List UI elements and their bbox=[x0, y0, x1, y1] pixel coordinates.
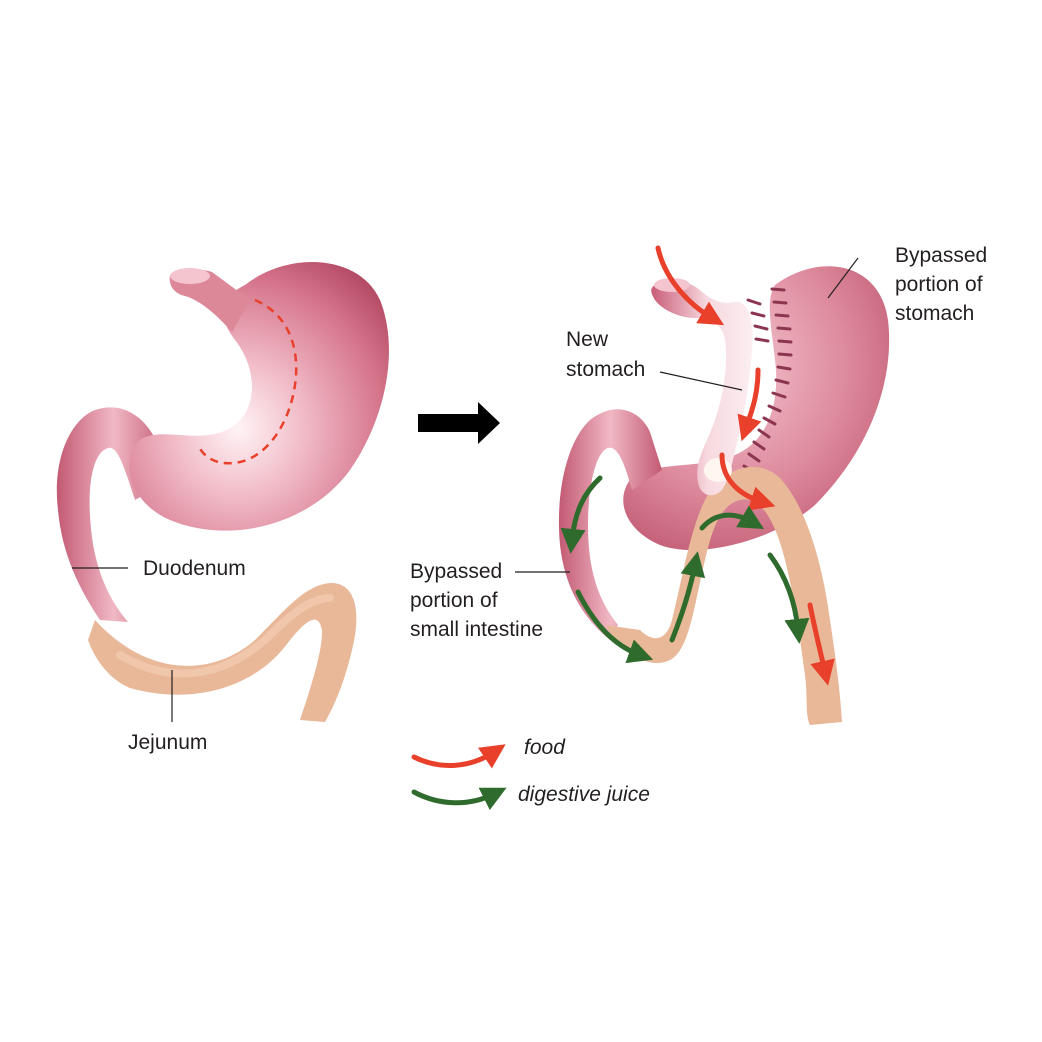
bypassed-stomach-shape bbox=[623, 266, 890, 551]
right-arrow-icon bbox=[418, 402, 500, 444]
legend: food digestive juice bbox=[411, 736, 650, 811]
legend-food-label: food bbox=[524, 736, 566, 759]
bypassed-stomach-label-line2: portion of bbox=[895, 273, 983, 296]
food-flow-arrows bbox=[655, 245, 835, 686]
after-anatomy: New stomach Bypassed portion of stomach … bbox=[410, 244, 987, 725]
new-stomach-leader bbox=[659, 371, 743, 391]
jejunum-label: Jejunum bbox=[128, 731, 207, 754]
new-stomach-label-line1: New bbox=[566, 328, 609, 351]
bypassed-stomach-leader bbox=[827, 257, 859, 299]
new-stomach-pouch bbox=[651, 280, 753, 496]
legend-juice-label: digestive juice bbox=[518, 783, 650, 806]
bypassed-intestine-label-line3: small intestine bbox=[410, 618, 543, 641]
bypassed-stomach-label-line1: Bypassed bbox=[895, 244, 987, 267]
duodenum-label: Duodenum bbox=[143, 557, 246, 580]
esophagus-opening bbox=[170, 268, 210, 284]
legend-food-arrow-icon bbox=[411, 744, 506, 769]
jejunum-highlight bbox=[116, 594, 334, 678]
juice-flow-arrows bbox=[560, 475, 810, 664]
stomach-shape bbox=[129, 262, 389, 531]
new-stomach-label-line2: stomach bbox=[566, 358, 645, 381]
bypassed-intestine-label-line2: portion of bbox=[410, 589, 498, 612]
pouch-staple-line bbox=[746, 298, 770, 343]
intestine-limb-shape bbox=[605, 466, 842, 725]
cut-line bbox=[196, 298, 298, 465]
bypassed-intestine-label-line1: Bypassed bbox=[410, 560, 502, 583]
bypassed-stomach-label-line3: stomach bbox=[895, 302, 974, 325]
legend-juice-arrow-icon bbox=[411, 787, 507, 811]
bypassed-intestine-shape bbox=[558, 409, 662, 640]
esophagus-shape bbox=[169, 269, 250, 332]
before-anatomy: Duodenum Jejunum bbox=[56, 262, 389, 754]
